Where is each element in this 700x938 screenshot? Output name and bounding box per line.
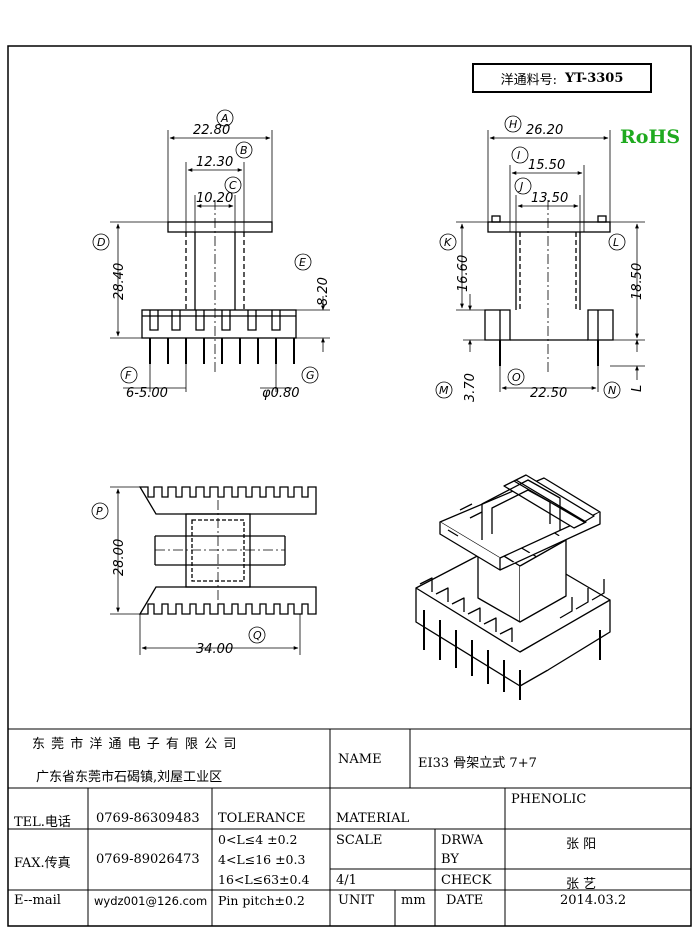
dim-p: 28.00 [112, 539, 127, 576]
dim-k: 16.60 [456, 255, 471, 292]
scale-value: 4/1 [336, 873, 357, 888]
check-value: 张 艺 [566, 877, 597, 892]
drawn-by-label-line2: BY [441, 852, 459, 867]
check-label: CHECK [441, 873, 492, 888]
unit-value: mm [401, 893, 426, 908]
fax-value: 0769-89026473 [96, 852, 200, 867]
company-address: 广东省东莞市石碣镇,刘屋工业区 [36, 770, 223, 785]
label-p: P [96, 505, 103, 518]
material-label: MATERIAL [336, 811, 410, 826]
dim-l: 18.50 [630, 263, 645, 300]
label-e: E [299, 256, 306, 269]
date-value: 2014.03.2 [560, 893, 627, 908]
label-o: O [512, 371, 521, 384]
tolerance-range-1: 0<L≤4 ±0.2 [218, 832, 298, 847]
date-label: DATE [446, 893, 484, 908]
label-l: L [613, 236, 619, 249]
dim-f: 6-5.00 [126, 386, 168, 401]
dim-g: φ0.80 [262, 386, 300, 401]
dim-i: 15.50 [528, 158, 565, 173]
tolerance-label: TOLERANCE [218, 811, 306, 826]
dim-d: 28.40 [112, 263, 127, 300]
label-j: J [518, 180, 523, 193]
title-block [8, 728, 691, 926]
tel-value: 0769-86309483 [96, 811, 200, 826]
email-value: wydz001@126.com [94, 894, 208, 908]
dim-b: 12.30 [196, 155, 233, 170]
label-b: B [240, 144, 248, 157]
label-f: F [125, 369, 132, 382]
top-view [91, 486, 317, 655]
dim-c: 10.20 [196, 191, 233, 206]
dim-e: 8.20 [316, 277, 331, 306]
name-value: EI33 骨架立式 7+7 [418, 756, 537, 771]
tolerance-pin-pitch: Pin pitch±0.2 [218, 893, 305, 908]
part-number-value: YT-3305 [565, 70, 624, 86]
company-name: 东 莞 市 洋 通 电 子 有 限 公 司 [32, 737, 238, 752]
side-view [435, 115, 645, 399]
label-h: H [509, 118, 517, 131]
material-value: PHENOLIC [511, 792, 587, 807]
label-i: I [517, 149, 520, 162]
rohs-mark: RoHS [620, 126, 681, 148]
dim-m: 3.70 [463, 373, 478, 402]
isometric-view [415, 474, 611, 700]
label-n: N [608, 384, 616, 397]
name-label: NAME [338, 752, 382, 767]
front-view [92, 109, 330, 392]
label-m: M [439, 384, 449, 397]
label-a: A [220, 112, 229, 125]
dim-n: L [630, 385, 645, 392]
dim-a: 22.80 [193, 123, 230, 138]
label-g: G [306, 369, 315, 382]
dim-o: 22.50 [530, 386, 567, 401]
label-q: Q [253, 629, 262, 642]
drawn-by-label-line1: DRWA [441, 833, 484, 848]
dim-q: 34.00 [196, 642, 233, 657]
label-c: C [229, 179, 237, 192]
tel-label: TEL.电话 [14, 815, 71, 830]
label-d: D [97, 236, 105, 249]
drawn-by-value: 张 阳 [566, 837, 597, 852]
fax-label: FAX.传真 [14, 856, 71, 871]
dim-h: 26.20 [526, 123, 563, 138]
part-number-box: 洋通料号: YT-3305 [472, 63, 652, 93]
email-label: E--mail [14, 893, 61, 908]
tolerance-range-2: 4<L≤16 ±0.3 [218, 852, 306, 867]
drawing-frame [7, 45, 692, 927]
dim-j: 13.50 [531, 191, 568, 206]
label-k: K [444, 236, 452, 249]
unit-label: UNIT [338, 893, 375, 908]
tolerance-range-3: 16<L≤63±0.4 [218, 872, 310, 887]
part-number-label: 洋通料号: [500, 72, 557, 88]
scale-label: SCALE [336, 833, 383, 848]
